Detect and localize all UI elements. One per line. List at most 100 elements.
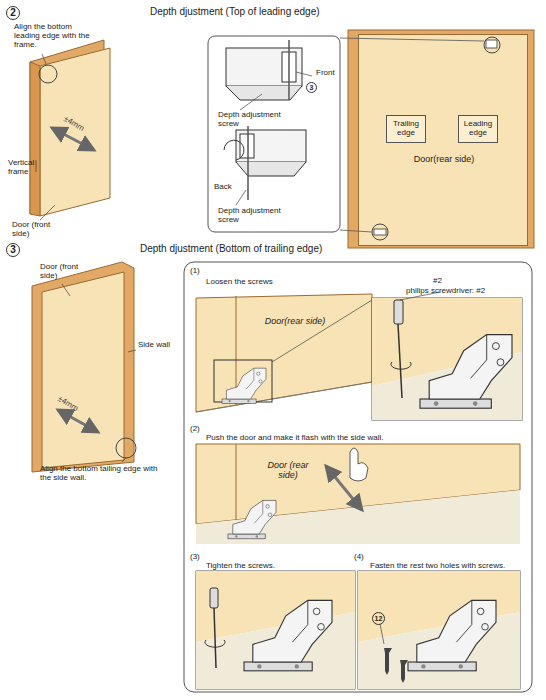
hardware-inset-part bbox=[224, 140, 244, 160]
part-name: Door (rear side) bbox=[260, 460, 316, 481]
step1-sketch bbox=[196, 292, 522, 420]
part-name: Depth adjustment screw bbox=[218, 110, 302, 128]
detail-circles-part bbox=[39, 65, 57, 83]
step-index: (3) bbox=[190, 552, 210, 561]
step3-sketch-part bbox=[205, 640, 225, 647]
step2-sketch-part bbox=[236, 444, 237, 520]
section-title: Depth djustment (Bottom of trailing edge… bbox=[140, 243, 440, 255]
node-text: Leading edge bbox=[459, 120, 497, 138]
step-index: (2) bbox=[190, 424, 210, 433]
instruction-note: Tighten the screws. bbox=[206, 561, 346, 570]
hardware-inset-part bbox=[236, 162, 306, 176]
dimension: ±4mm bbox=[62, 114, 96, 139]
step1-sketch-part bbox=[196, 382, 372, 412]
part-name: Door (front side) bbox=[40, 262, 92, 280]
step-number: 2 bbox=[6, 6, 20, 20]
step2-sketch-part bbox=[196, 490, 520, 544]
hardware-inset-part bbox=[247, 126, 249, 200]
step1-sketch-part bbox=[391, 362, 411, 369]
step1-sketch-part bbox=[398, 324, 402, 398]
step4-sketch-part bbox=[408, 600, 496, 670]
front-door-sketch-part bbox=[40, 205, 55, 220]
hardware-inset-part bbox=[288, 40, 290, 100]
step2-sketch-part bbox=[228, 500, 276, 538]
front-door-sketch-part bbox=[36, 160, 37, 172]
front-door-sketch-part bbox=[52, 128, 94, 150]
step4-sketch-part bbox=[358, 571, 520, 689]
front-door-sketch-part bbox=[40, 48, 110, 216]
part-name: Door(rear side) bbox=[250, 316, 340, 326]
step3-sketch-part bbox=[214, 608, 216, 668]
part-name: Vertical frame bbox=[8, 158, 48, 176]
step1-sketch-part bbox=[222, 368, 266, 403]
front-door-sketch-2-part bbox=[128, 350, 136, 352]
detail-circles-part bbox=[340, 38, 484, 41]
step1-sketch-part bbox=[372, 298, 522, 420]
instruction-note: Align the bottom tailing edge with the s… bbox=[40, 464, 158, 482]
edge-box: Leading edge bbox=[458, 115, 498, 143]
part-name: Side wall bbox=[138, 340, 178, 349]
step3-sketch-part bbox=[196, 571, 355, 689]
hardware-inset-part bbox=[296, 72, 312, 76]
detail-circles-part bbox=[374, 229, 386, 235]
instruction-note: Align the bottom leading edge with the f… bbox=[14, 22, 96, 50]
step4-sketch-part bbox=[380, 624, 384, 644]
direction-label: Front bbox=[316, 68, 346, 77]
section-title: Depth djustment (Top of leading edge) bbox=[150, 6, 450, 18]
detail-circles-part bbox=[116, 438, 136, 458]
hardware-inset-part bbox=[208, 36, 340, 232]
step-index: (4) bbox=[354, 552, 374, 561]
node-text: Trailing edge bbox=[387, 120, 425, 138]
front-door-sketch-part bbox=[30, 62, 40, 216]
callout-number: 3 bbox=[306, 82, 317, 93]
step4-sketch bbox=[358, 571, 520, 689]
tool-note: philips screwdriver: #2 bbox=[406, 286, 522, 295]
dimension: ±4mm bbox=[56, 394, 90, 419]
step3-sketch bbox=[196, 571, 355, 689]
step1-sketch-part bbox=[420, 335, 512, 409]
front-door-sketch-2-part bbox=[58, 410, 98, 432]
instruction-note: Push the door and make it flash with the… bbox=[206, 433, 506, 442]
step3-sketch-part bbox=[210, 588, 218, 608]
front-door-sketch-2-part bbox=[62, 284, 70, 296]
detail-circles-part bbox=[486, 40, 497, 48]
step1-sketch-part bbox=[272, 300, 372, 362]
front-door-sketch-2-part bbox=[32, 262, 134, 472]
front-door-sketch bbox=[30, 40, 110, 220]
part-name: Depth adjustment screw bbox=[218, 206, 302, 224]
detail-circles-part bbox=[484, 37, 500, 53]
step4-sketch-part bbox=[384, 648, 392, 675]
front-door-sketch-2-part bbox=[42, 272, 124, 468]
edge-box: Trailing edge bbox=[386, 115, 426, 143]
step1-sketch-part bbox=[196, 294, 372, 412]
front-door-sketch-part bbox=[42, 54, 46, 64]
detail-circles-part bbox=[122, 458, 126, 462]
steps-panel bbox=[184, 262, 532, 692]
callout-number: 12 bbox=[372, 612, 385, 625]
step2-sketch bbox=[196, 444, 520, 544]
hardware-inset bbox=[208, 36, 340, 232]
hardware-inset-part bbox=[226, 86, 302, 100]
door-panel: Door(rear side)Trailing edgeLeading edge bbox=[358, 34, 528, 246]
hardware-inset-part bbox=[236, 130, 306, 162]
front-door-sketch-2 bbox=[32, 262, 136, 472]
step-index: (1) bbox=[190, 266, 210, 275]
rear-door-frame bbox=[348, 30, 534, 248]
steps-panel-part bbox=[184, 262, 532, 692]
hardware-inset-part bbox=[226, 48, 302, 86]
hardware-inset-part bbox=[240, 94, 262, 110]
instruction-note: Fasten the rest two holes with screws. bbox=[370, 561, 530, 570]
direction-label: Back bbox=[214, 182, 244, 191]
rear-door-frame-part bbox=[348, 30, 534, 248]
detail-circles bbox=[39, 37, 500, 462]
step-number: 3 bbox=[6, 243, 20, 257]
hardware-inset-part bbox=[240, 134, 254, 158]
tool-size: #2 bbox=[433, 276, 453, 285]
hardware-inset-part bbox=[236, 190, 246, 205]
step3-sketch-part bbox=[244, 600, 332, 670]
step4-sketch-part bbox=[400, 660, 408, 683]
detail-circles-part bbox=[372, 224, 388, 240]
